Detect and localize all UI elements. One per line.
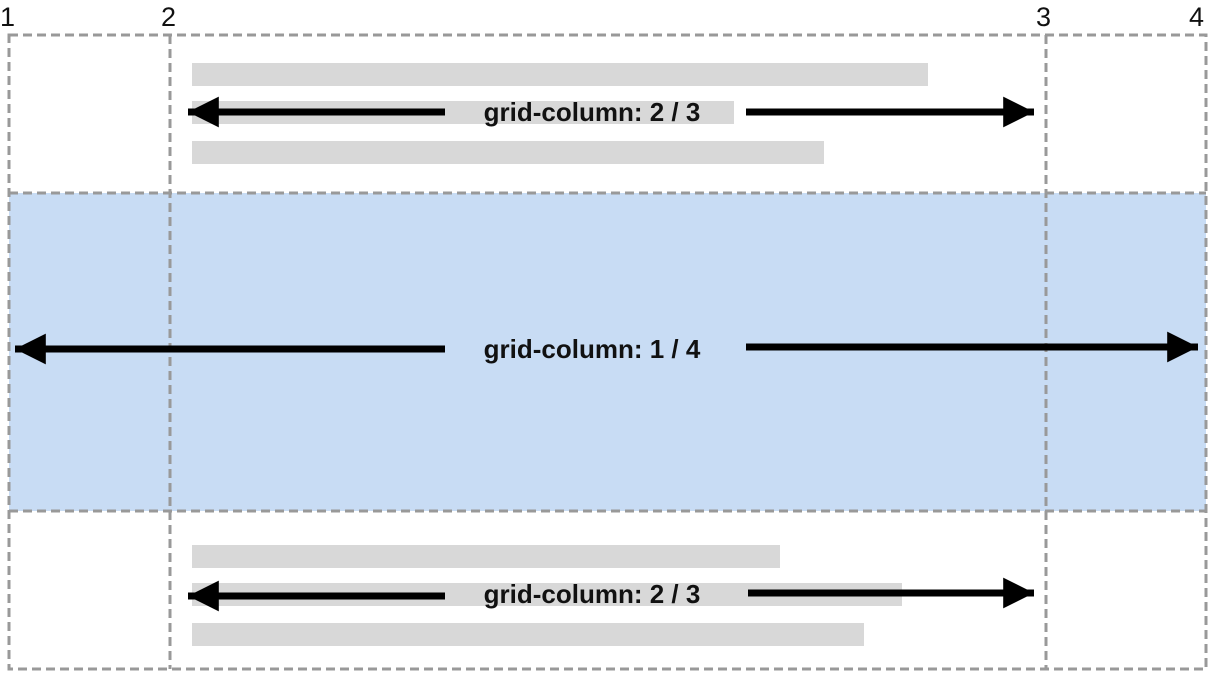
grid-line-number-2: 2: [161, 2, 176, 32]
text-placeholder-bar: [192, 63, 928, 86]
text-placeholder-bar: [192, 101, 734, 124]
row-1-text-placeholders: [192, 63, 928, 164]
row-1-span: grid-column: 2 / 3: [188, 96, 1034, 128]
grid-line-number-3: 3: [1036, 2, 1051, 32]
grid-line-number-4: 4: [1189, 2, 1204, 32]
row-2-span-label: grid-column: 1 / 4: [484, 334, 701, 364]
row-3-span: grid-column: 2 / 3: [188, 577, 1034, 612]
row-1-span-label: grid-column: 2 / 3: [484, 97, 701, 127]
text-placeholder-bar: [192, 623, 864, 646]
row-3-text-placeholders: [192, 545, 902, 646]
row-3-span-label: grid-column: 2 / 3: [484, 579, 701, 609]
grid-line-number-1: 1: [0, 2, 15, 32]
grid-line-numbers: 1 2 3 4: [0, 2, 1204, 32]
text-placeholder-bar: [192, 141, 824, 164]
text-placeholder-bar: [192, 583, 902, 606]
text-placeholder-bar: [192, 545, 780, 568]
row-2-span: grid-column: 1 / 4: [14, 331, 1198, 365]
grid-outer-border: [7, 33, 1208, 671]
